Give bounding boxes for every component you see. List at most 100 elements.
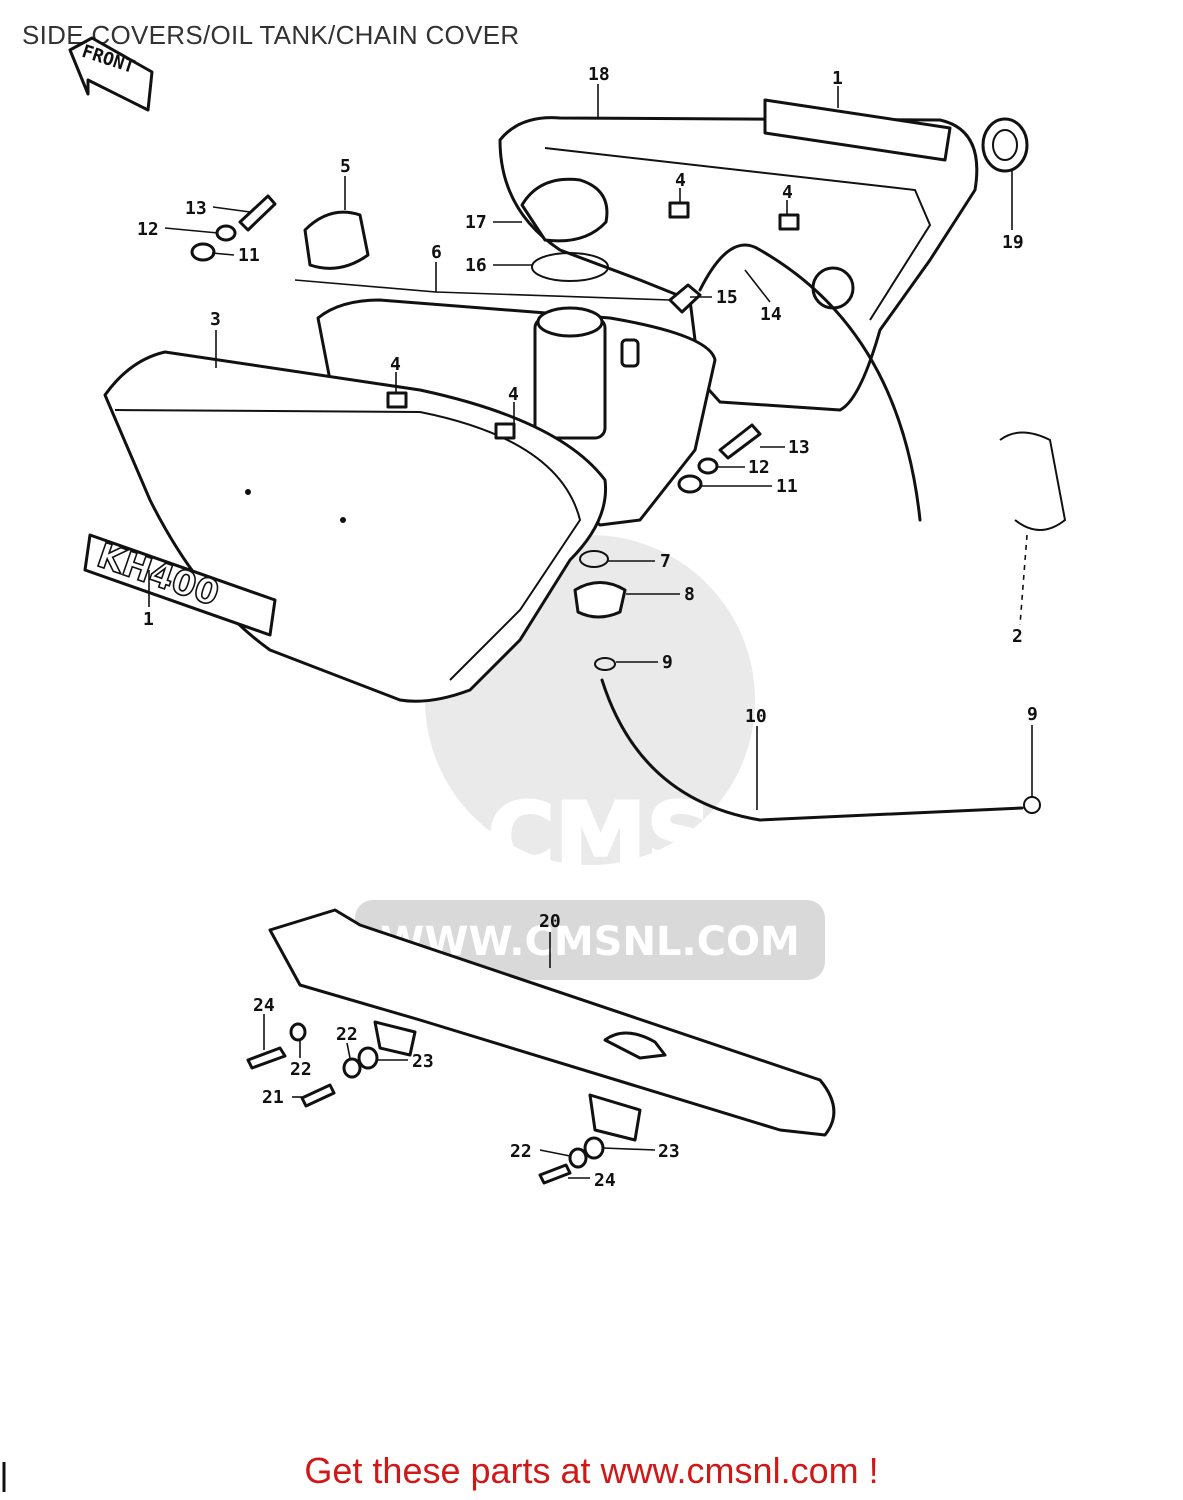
chain-cover-tab-lower [588,1093,642,1142]
washer-23-b [583,1136,605,1160]
callout-23-a: 23 [412,1051,434,1072]
leader-2 [1019,534,1028,626]
callout-6: 6 [431,242,442,263]
callout-3: 3 [210,309,221,330]
callout-13-lower: 13 [788,437,810,458]
clip-4-d [494,422,516,440]
badge-plate [83,533,277,637]
callout-13-upper: 13 [185,198,207,219]
right-side-cover-edge [544,147,932,321]
band-2 [999,431,1067,531]
oil-tank-filler [536,306,604,338]
washer-11-upper [190,242,216,262]
left-side-cover-hole-b [340,517,346,523]
bolt-13-lower [718,423,762,460]
callout-12-lower: 12 [748,457,770,478]
cap-gasket-16 [531,252,609,282]
callout-17: 17 [465,212,487,233]
washer-11-lower [677,474,703,494]
leader-13-upper [212,206,251,213]
bolt-21 [300,1083,336,1108]
callout-16: 16 [465,255,487,276]
clamp-9-b [1023,796,1041,814]
oil-tank [316,298,717,527]
tap-8 [573,581,627,619]
clip-4-b [778,213,800,231]
hose-10 [600,678,1024,822]
callout-labels: 18 1 19 13 12 11 5 6 3 17 16 15 14 4 4 4… [137,64,1038,1191]
grommet-outer [981,117,1029,173]
callout-23-b: 23 [658,1141,680,1162]
leader-14 [744,269,771,303]
chain-cover-window [603,1031,667,1060]
oil-tank-nipple [620,338,640,368]
callout-4-b: 4 [782,182,793,203]
callout-4-c: 4 [390,354,401,375]
chain-cover-tab-upper [373,1020,417,1057]
callout-19: 19 [1002,232,1024,253]
bolt-24-lower [538,1163,572,1185]
leader-11-upper [211,252,235,256]
grommet-5 [303,210,370,270]
o-ring-7 [579,550,609,568]
washer-12-lower [697,457,719,475]
callout-2: 2 [1012,626,1023,647]
clamp-9-a [594,657,616,671]
callout-4-a: 4 [675,170,686,191]
front-arrow-shape [68,36,154,112]
grommet-19 [981,117,1029,173]
callout-11-upper: 11 [238,245,260,266]
callout-9-b: 9 [1027,704,1038,725]
washer-22-c [568,1147,588,1169]
right-side-emblem [763,98,952,162]
filler-cap-17 [520,177,609,243]
callout-22-c: 22 [510,1141,532,1162]
grommet-inner [992,129,1018,161]
leader-22-c [539,1149,571,1157]
callout-22-a: 22 [290,1059,312,1080]
washer-12-upper [215,224,237,242]
leader-6 [294,262,671,301]
washer-22-b [342,1057,362,1079]
leader-lines [148,84,1033,1179]
callout-18: 18 [588,64,610,85]
clip-4-a [668,201,690,219]
left-side-cover-inner-edge [114,409,582,681]
footer-link[interactable]: Get these parts at www.cmsnl.com ! [304,1450,879,1491]
callout-1-top: 1 [832,68,843,89]
right-side-cover-hole [811,266,855,310]
callout-21: 21 [262,1087,284,1108]
callout-7: 7 [660,551,671,572]
callout-10: 10 [745,706,767,727]
bolt-24-left [246,1046,287,1070]
cms-watermark: CMS WWW.CMSNL.COM [355,535,825,980]
callout-9-a: 9 [662,652,673,673]
washer-23-a [357,1046,379,1070]
callout-1-badge: 1 [143,609,154,630]
bolt-13-upper [238,194,277,232]
callout-24-lower: 24 [594,1170,616,1191]
callout-12-upper: 12 [137,219,159,240]
callout-15: 15 [716,287,738,308]
watermark-logo-text: CMS [487,783,712,890]
callout-22-b: 22 [336,1024,358,1045]
callout-5: 5 [340,156,351,177]
callout-4-d: 4 [508,384,519,405]
leader-12-upper [164,227,219,234]
left-side-cover-hole-a [245,489,251,495]
oil-tank-body [316,298,717,527]
callout-14: 14 [760,304,782,325]
callout-11-lower: 11 [776,476,798,497]
chain-cover [246,908,836,1185]
callout-24-left: 24 [253,995,275,1016]
callout-8: 8 [684,584,695,605]
callout-20: 20 [539,911,561,932]
hose-14 [698,243,922,522]
leader-22-b [346,1042,351,1059]
washer-22-a [289,1022,307,1042]
clip-4-c [386,391,408,409]
hose-fitting-15 [668,283,702,314]
chain-cover-body [268,908,836,1137]
front-arrow: FRONT [68,36,154,112]
